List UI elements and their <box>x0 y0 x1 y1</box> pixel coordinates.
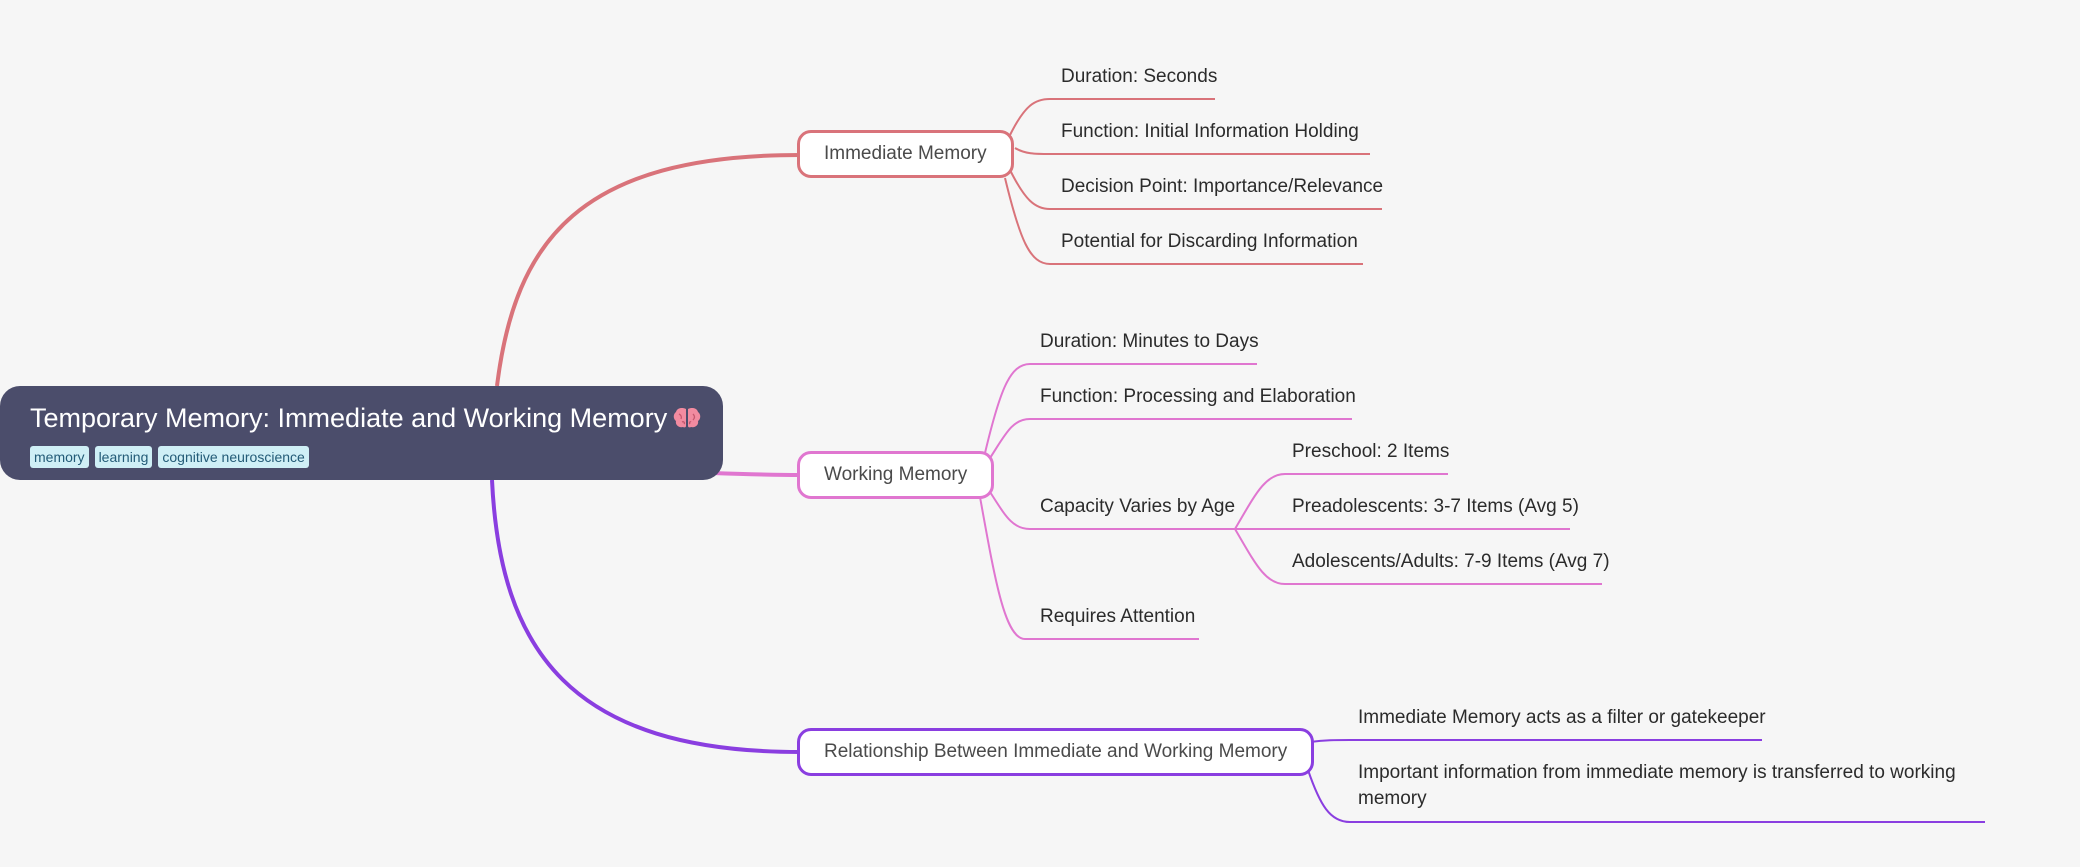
leaf-discarding-information[interactable]: Potential for Discarding Information <box>1061 231 1358 252</box>
brain-icon <box>673 408 701 428</box>
root-node[interactable]: Temporary Memory: Immediate and Working … <box>0 386 723 480</box>
leaf-requires-attention[interactable]: Requires Attention <box>1040 606 1196 627</box>
link-capacity-3 <box>1234 528 1602 585</box>
leaf-duration-seconds[interactable]: Duration: Seconds <box>1061 66 1218 87</box>
tag-list: memory learning cognitive neuroscience <box>30 446 693 468</box>
branch-relationship[interactable]: Relationship Between Immediate and Worki… <box>797 728 1315 776</box>
link-root-working <box>711 471 801 477</box>
leaf-processing-elaboration[interactable]: Function: Processing and Elaboration <box>1040 386 1356 407</box>
link-relationship-2 <box>1307 769 1985 823</box>
leaf-adolescents-adults[interactable]: Adolescents/Adults: 7-9 Items (Avg 7) <box>1292 551 1610 572</box>
branch-working-memory[interactable]: Working Memory <box>797 451 995 499</box>
link-immediate-3 <box>1009 169 1382 210</box>
leaf-decision-point[interactable]: Decision Point: Importance/Relevance <box>1061 176 1384 197</box>
tag-cognitive-neuroscience[interactable]: cognitive neuroscience <box>158 446 309 468</box>
leaf-filter-gatekeeper[interactable]: Immediate Memory acts as a filter or gat… <box>1358 707 1766 728</box>
root-title: Temporary Memory: Immediate and Working … <box>30 403 668 433</box>
link-working-2 <box>989 418 1352 459</box>
link-immediate-4 <box>1004 177 1363 265</box>
tag-learning[interactable]: learning <box>94 446 153 468</box>
link-root-immediate <box>495 153 801 387</box>
leaf-transferred-to-working[interactable]: Important information from immediate mem… <box>1358 762 1956 809</box>
leaf-preschool[interactable]: Preschool: 2 Items <box>1292 441 1450 462</box>
branch-immediate-memory[interactable]: Immediate Memory <box>797 130 1014 178</box>
link-relationship-1 <box>1309 739 1762 743</box>
leaf-duration-minutes-days[interactable]: Duration: Minutes to Days <box>1040 331 1259 352</box>
link-capacity-1 <box>1234 473 1448 530</box>
leaf-preadolescents[interactable]: Preadolescents: 3-7 Items (Avg 5) <box>1292 496 1579 517</box>
link-root-relationship <box>490 479 801 754</box>
link-working-3 <box>989 491 1235 530</box>
tag-memory[interactable]: memory <box>30 446 89 468</box>
link-working-4 <box>979 496 1199 640</box>
leaf-initial-holding[interactable]: Function: Initial Information Holding <box>1061 121 1359 142</box>
link-working-1 <box>984 363 1257 454</box>
link-immediate-2 <box>1014 147 1370 155</box>
link-immediate-1 <box>1009 98 1215 136</box>
leaf-capacity-varies[interactable]: Capacity Varies by Age <box>1040 496 1236 517</box>
